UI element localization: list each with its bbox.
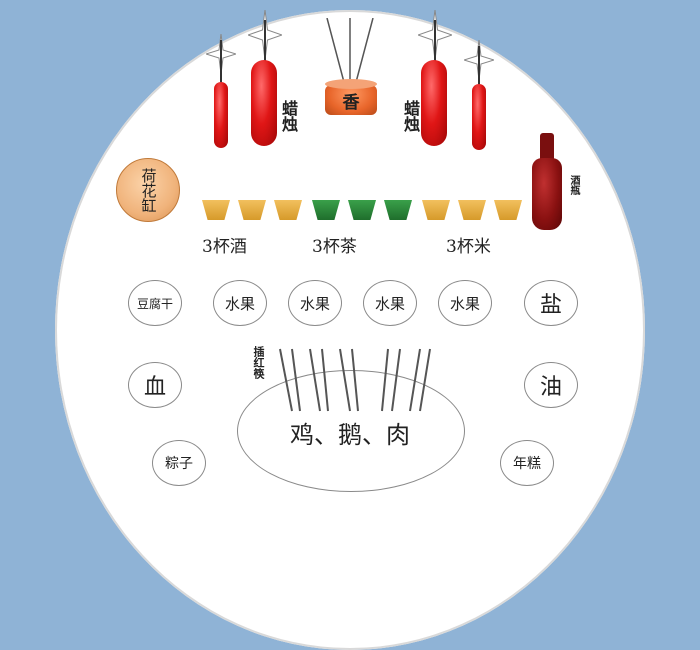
dish-label: 粽子	[165, 456, 193, 472]
candle-wick	[434, 20, 436, 64]
tea-cup	[384, 200, 412, 220]
dish-niangao: 年糕	[500, 440, 554, 486]
dish-tofu: 豆腐干	[128, 280, 182, 326]
wine-cup	[274, 200, 302, 220]
dish-oil: 油	[524, 362, 578, 408]
candle-left-label: 蜡烛	[279, 100, 298, 132]
incense-bowl: 香	[325, 79, 377, 115]
candle-wick	[220, 40, 222, 84]
incense-label: 香	[342, 92, 360, 113]
dish-label: 水果	[449, 294, 480, 313]
tea-cup	[312, 200, 340, 220]
rice-cup	[422, 200, 450, 220]
diagram-title	[300, 0, 410, 6]
main-dish-label: 鸡、鹅、肉	[290, 421, 410, 449]
rice-cup	[494, 200, 522, 220]
wine-cup	[238, 200, 266, 220]
candle-wick	[264, 20, 266, 64]
lotus-jar: 荷花缸	[116, 158, 180, 222]
chopsticks-label: 插红筷	[252, 346, 265, 379]
dish-fruit: 水果	[438, 280, 492, 326]
tea-cup	[348, 200, 376, 220]
wine-bottle	[532, 158, 562, 230]
candle-wick	[478, 46, 480, 86]
dish-label: 豆腐干	[136, 296, 173, 311]
big-candle-left	[251, 60, 277, 146]
incense-sticks-icon	[326, 18, 374, 87]
dish-blood: 血	[128, 362, 182, 408]
small-candle-left	[214, 82, 228, 148]
dish-fruit: 水果	[288, 280, 342, 326]
tea-cups-label: 3杯茶	[312, 237, 357, 257]
rice-cup	[458, 200, 486, 220]
wine-bottle-neck	[540, 133, 554, 163]
dish-label: 水果	[374, 294, 405, 313]
dish-fruit: 水果	[363, 280, 417, 326]
dish-label: 年糕	[513, 456, 541, 472]
dish-zongzi: 粽子	[152, 440, 206, 486]
dish-salt: 盐	[524, 280, 578, 326]
altar-diagram: 蜡烛 香 蜡烛 荷花缸 酒瓶 3杯酒 3杯茶 3杯米 豆腐干 水果 水果 水果 …	[55, 0, 645, 650]
rice-cups-label: 3杯米	[446, 237, 491, 257]
dish-fruit: 水果	[213, 280, 267, 326]
wine-cups-label: 3杯酒	[202, 237, 247, 257]
dish-label: 血	[143, 375, 166, 400]
dish-label: 水果	[224, 294, 255, 313]
wine-bottle-label: 酒瓶	[568, 175, 579, 195]
candle-right-label: 蜡烛	[401, 100, 420, 132]
dish-label: 盐	[539, 293, 562, 318]
red-chopsticks-icon	[279, 348, 431, 412]
big-candle-right	[421, 60, 447, 146]
dish-label: 水果	[299, 294, 330, 313]
wine-cup	[202, 200, 230, 220]
small-candle-right	[472, 84, 486, 150]
lotus-jar-label: 荷花缸	[139, 167, 158, 213]
dish-label: 油	[539, 375, 562, 400]
